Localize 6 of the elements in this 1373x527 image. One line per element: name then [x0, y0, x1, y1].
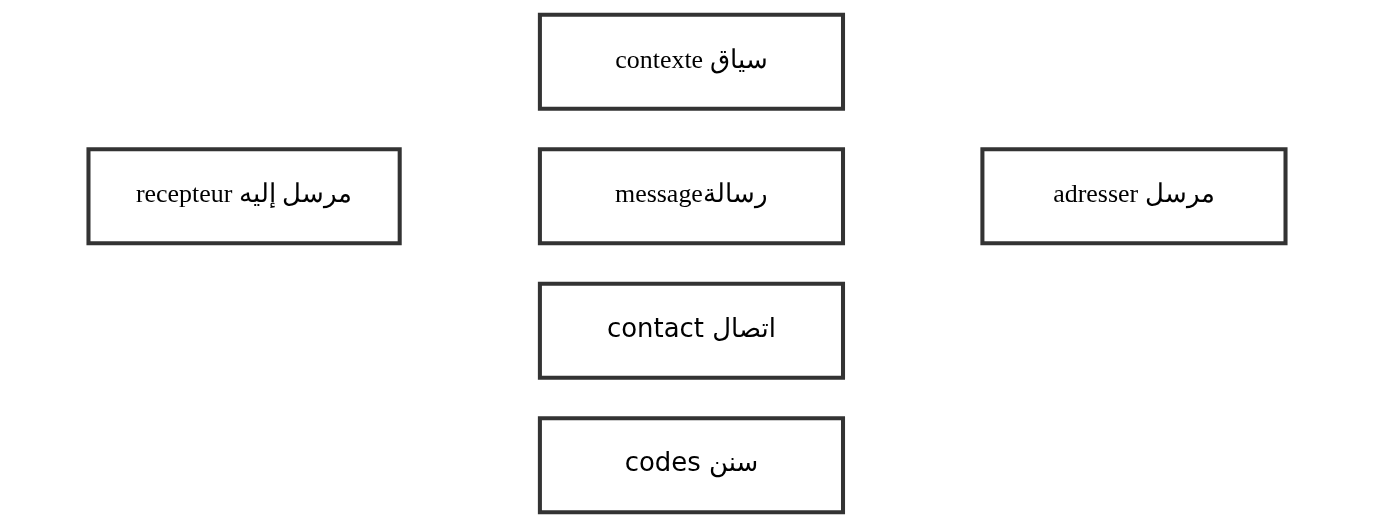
- node-box: recepteur مرسل إليه: [85, 147, 402, 246]
- node-box: contact اتصال: [537, 281, 845, 380]
- node-box: messageرسالة: [537, 147, 845, 246]
- node-box: adresser مرسل: [979, 147, 1288, 246]
- node-box: contexte سياق: [537, 12, 845, 111]
- node-box: codes سنن: [537, 416, 845, 515]
